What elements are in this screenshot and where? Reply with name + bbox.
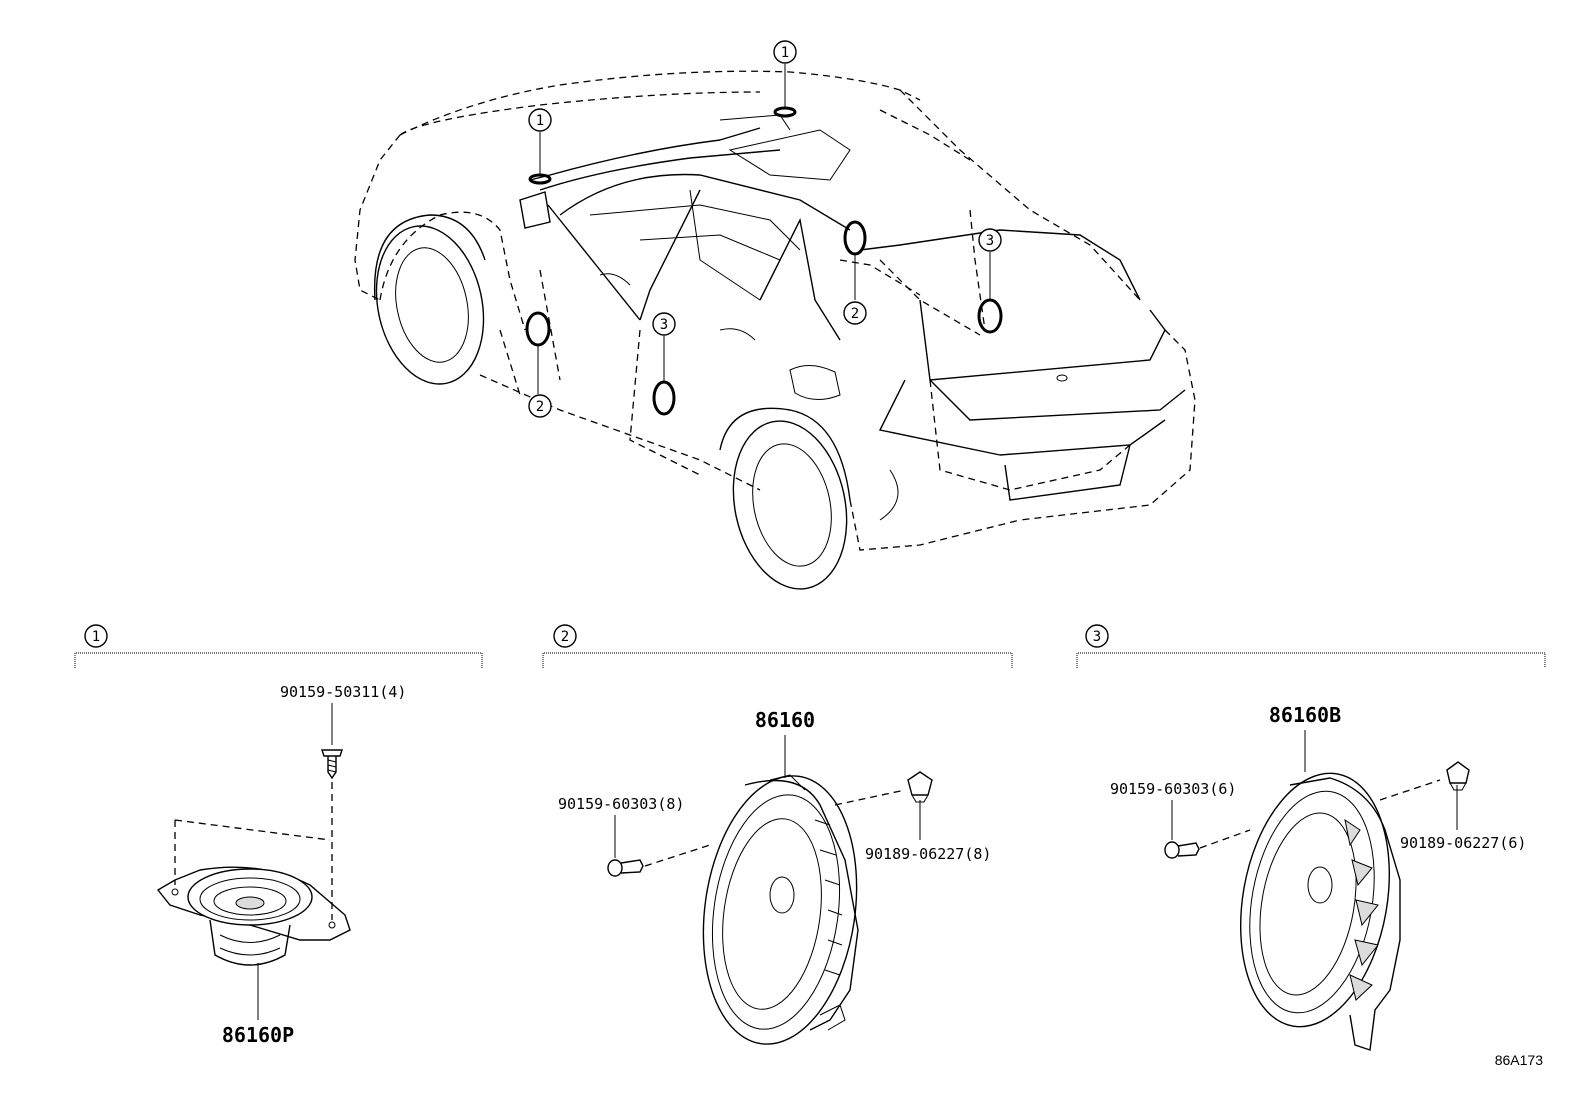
group-3-index: 3 <box>1093 629 1101 645</box>
svg-text:1: 1 <box>536 113 544 129</box>
screw-part-number: 90159-60303(6) <box>1110 780 1236 798</box>
front-door-speaker-icon <box>702 774 859 1045</box>
screw-part-number: 90159-60303(8) <box>558 795 684 813</box>
rear-speaker-part-number: 86160B <box>1269 703 1341 727</box>
callout-1: 1 <box>773 40 797 64</box>
screw-icon <box>607 859 644 877</box>
svg-text:1: 1 <box>781 45 789 61</box>
screw-icon <box>321 749 343 780</box>
screw-icon <box>1164 841 1200 859</box>
front-speaker-location-marker <box>525 311 551 347</box>
clip-icon <box>907 771 933 803</box>
callout-2: 2 <box>843 301 867 325</box>
svg-text:2: 2 <box>536 399 544 415</box>
callout-3: 3 <box>652 312 676 336</box>
rear-speaker-location-marker <box>977 298 1003 334</box>
svg-text:3: 3 <box>986 233 994 249</box>
group-2: 2 86160 90159-60303(8) 90189-06227(8) <box>542 624 1013 1045</box>
group-2-index: 2 <box>561 629 569 645</box>
group-3: 3 86160B 90159-60303(6) 90189-06227(6) <box>1076 624 1546 1051</box>
vehicle-illustration: 1 1 2 2 3 3 <box>354 40 1196 590</box>
rear-speaker-location-marker <box>652 380 676 416</box>
front-speaker-part-number: 86160 <box>755 708 815 732</box>
svg-text:2: 2 <box>851 306 859 322</box>
clip-icon <box>1446 761 1470 791</box>
clip-part-number: 90189-06227(6) <box>1400 834 1526 852</box>
screw-part-number: 90159-50311(4) <box>280 683 406 701</box>
callout-3: 3 <box>978 228 1002 252</box>
front-speaker-location-marker <box>843 220 867 256</box>
clip-part-number: 90189-06227(8) <box>865 845 991 863</box>
group-1: 1 90159-50311(4) 86160P <box>74 624 483 1047</box>
callout-1: 1 <box>528 108 552 132</box>
tweeter-speaker-icon <box>156 866 351 966</box>
svg-text:3: 3 <box>660 317 668 333</box>
tweeter-part-number: 86160P <box>222 1023 294 1047</box>
tweeter-location-marker <box>773 106 797 118</box>
callout-2: 2 <box>528 394 552 418</box>
rear-door-speaker-icon <box>1239 772 1401 1051</box>
diagram-id: 86A173 <box>1495 1052 1543 1068</box>
group-1-index: 1 <box>92 629 100 645</box>
